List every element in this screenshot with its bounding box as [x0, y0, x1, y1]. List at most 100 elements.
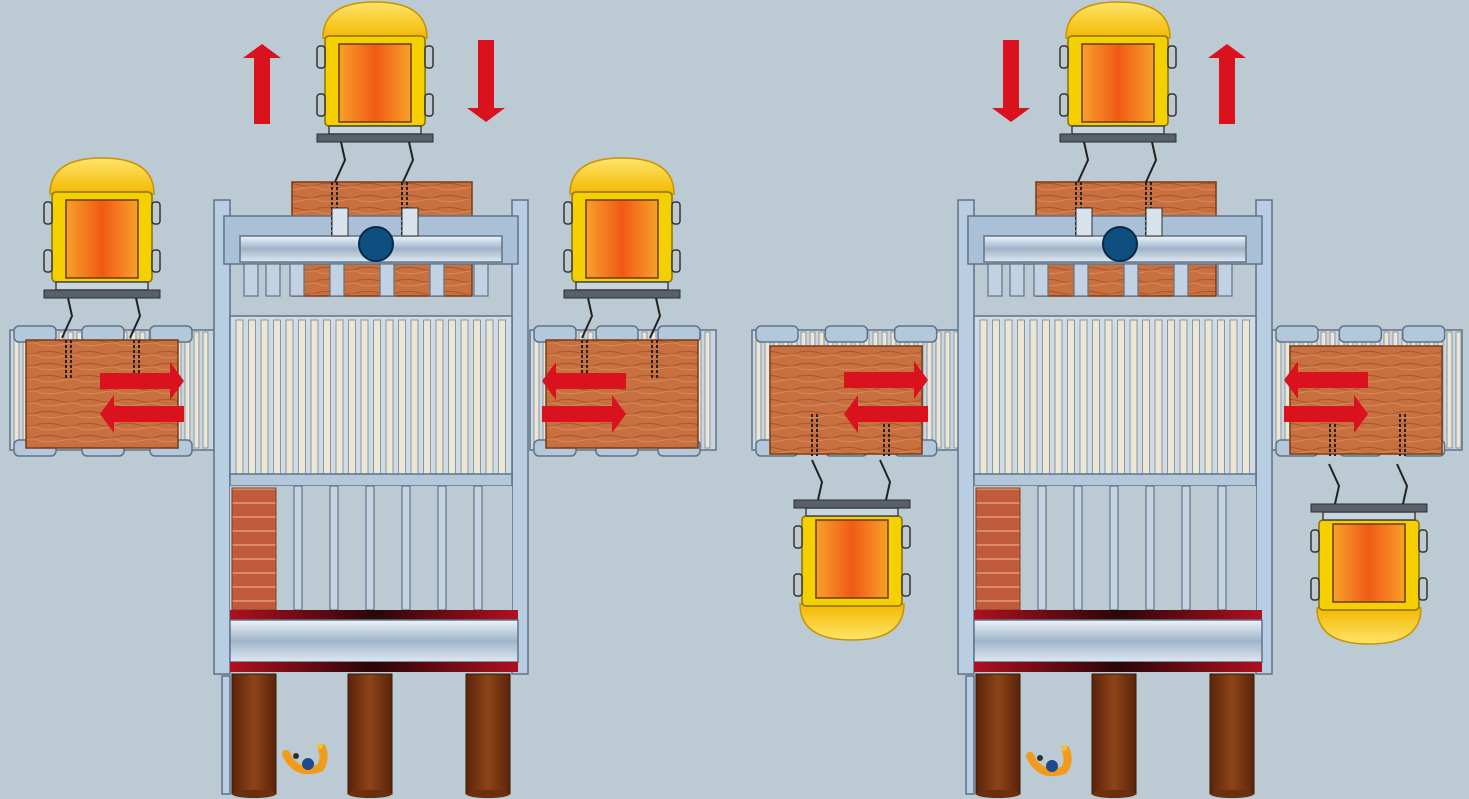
roller: [1030, 320, 1037, 474]
guide-tube: [430, 264, 444, 296]
motor-lug: [425, 46, 433, 68]
roller: [1243, 320, 1250, 474]
roller: [1093, 320, 1100, 474]
roller: [927, 332, 932, 448]
motor-core: [1333, 524, 1405, 602]
rack-bar: [1074, 486, 1082, 610]
output-bin: [466, 674, 510, 794]
rack-bar: [402, 486, 410, 610]
roller: [236, 320, 243, 474]
output-bin: [1210, 674, 1254, 794]
motor-lug: [152, 202, 160, 224]
press-red-bar: [974, 662, 1262, 672]
operator-icon: [286, 743, 324, 770]
mount-plate: [1060, 134, 1176, 142]
drive-shaft: [1329, 464, 1407, 504]
bearing-cap: [1403, 326, 1445, 342]
press-red-bar: [974, 610, 1262, 620]
roller: [936, 332, 941, 448]
roller: [386, 320, 393, 474]
bearing-cap: [825, 326, 867, 342]
motor-lug: [1311, 530, 1319, 552]
roller: [14, 332, 19, 448]
roller: [461, 320, 468, 474]
rack-bar: [438, 486, 446, 610]
motor-base: [806, 508, 898, 516]
frame-leg: [966, 676, 974, 794]
rack-bar: [294, 486, 302, 610]
motor-base: [576, 282, 668, 290]
motor-lug: [794, 574, 802, 596]
roller: [449, 320, 456, 474]
roller: [424, 320, 431, 474]
roller: [1180, 320, 1187, 474]
stacked-boards: [976, 488, 1020, 610]
motor-base: [1072, 126, 1164, 134]
roller: [299, 320, 306, 474]
roller: [336, 320, 343, 474]
guide-tube: [1010, 264, 1024, 296]
motor-core: [66, 200, 138, 278]
mount-plate: [44, 290, 160, 298]
roller: [324, 320, 331, 474]
motor-lug: [902, 526, 910, 548]
roller: [1005, 320, 1012, 474]
frame-leg: [222, 676, 230, 794]
roller: [474, 320, 481, 474]
motor-lug: [1060, 46, 1068, 68]
motor-lug: [44, 250, 52, 272]
operator-icon: [1030, 745, 1068, 772]
rack-bar: [330, 486, 338, 610]
motor-lug: [317, 46, 325, 68]
motor-icon: [794, 460, 910, 640]
roller: [499, 320, 506, 474]
press-beam: [230, 620, 518, 662]
drive-shaft: [335, 142, 413, 182]
motor-icon: [44, 158, 160, 338]
motor-lug: [794, 526, 802, 548]
guide-tube: [988, 264, 1002, 296]
roller: [1130, 320, 1137, 474]
guide-tube: [330, 264, 344, 296]
roller: [194, 332, 199, 448]
frame-post: [958, 200, 974, 674]
motor-lug: [1419, 530, 1427, 552]
motor-base: [1323, 512, 1415, 520]
roller: [399, 320, 406, 474]
roller: [705, 332, 710, 448]
drive-shaft: [1078, 142, 1156, 182]
roller: [185, 332, 190, 448]
guide-tube: [1218, 264, 1232, 296]
motor-core: [339, 44, 411, 122]
roller: [980, 320, 987, 474]
mount-plate: [1311, 504, 1427, 512]
roller-bed: [974, 316, 1256, 478]
guide-tube: [1174, 264, 1188, 296]
motor-icon: [317, 2, 433, 182]
drive-knob: [359, 227, 393, 261]
rack-bar: [366, 486, 374, 610]
motor-icon: [564, 158, 680, 338]
motor-core: [1082, 44, 1154, 122]
motor-lug: [1060, 94, 1068, 116]
roller: [1143, 320, 1150, 474]
drive-shaft: [812, 460, 890, 500]
roller: [1285, 332, 1290, 448]
rack-bar: [1146, 486, 1154, 610]
bearing-cap: [1339, 326, 1381, 342]
bed-rail: [230, 474, 512, 486]
output-bin: [348, 674, 392, 794]
arrow-icon: [243, 44, 281, 124]
center-machine: [214, 182, 528, 798]
roller: [1456, 332, 1461, 448]
motor-lug: [564, 202, 572, 224]
motor-lug: [1419, 578, 1427, 600]
roller: [249, 320, 256, 474]
guide-tube: [244, 264, 258, 296]
motor-dome: [323, 2, 427, 38]
roller: [203, 332, 208, 448]
output-bin: [232, 674, 276, 794]
roller: [436, 320, 443, 474]
roller: [1230, 320, 1237, 474]
